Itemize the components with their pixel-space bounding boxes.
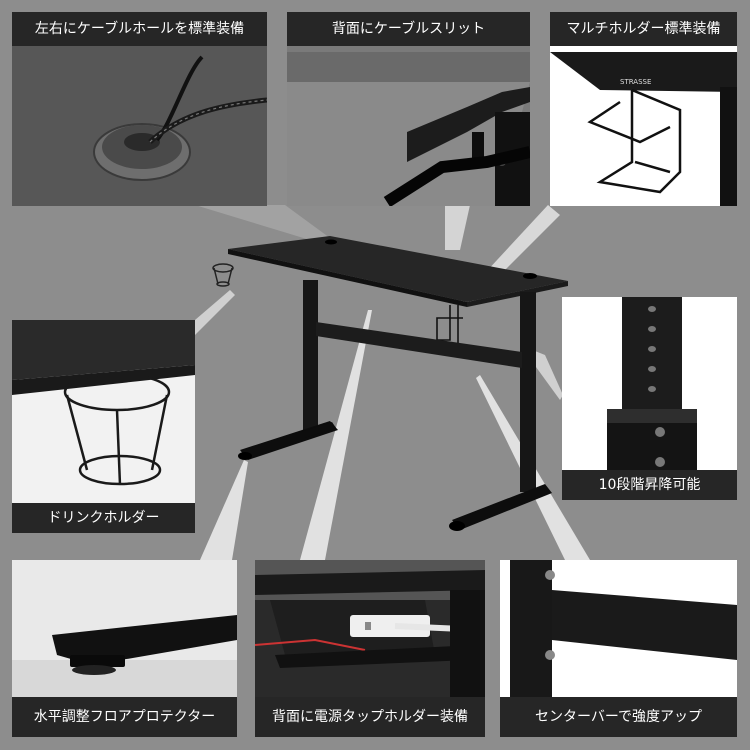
panel-drink-holder: ドリンクホルダー [12,320,195,533]
label-power-tap: 背面に電源タップホルダー装備 [255,697,485,737]
panel-power-tap: 背面に電源タップホルダー装備 [255,560,485,737]
label-cable-slit: 背面にケーブルスリット [287,12,530,46]
drink-holder-small [212,263,234,287]
panel-center-bar: センターバーで強度アップ [500,560,737,737]
label-drink-holder: ドリンクホルダー [12,503,195,533]
panel-height-steps: 10段階昇降可能 [562,297,737,500]
label-height-steps: 10段階昇降可能 [562,470,737,500]
desktop-top [228,236,568,302]
drink-holder-photo [12,320,195,533]
panel-multi-holder: STRASSE マルチホルダー標準装備 [550,12,737,206]
panel-level-protector: 水平調整フロアプロテクター [12,560,237,737]
label-center-bar: センターバーで強度アップ [500,697,737,737]
brand-logo: STRASSE [620,78,651,86]
height-leg-photo [562,297,737,500]
label-cable-hole: 左右にケーブルホールを標準装備 [12,12,267,46]
label-multi-holder: マルチホルダー標準装備 [550,12,737,46]
panel-cable-slit: 背面にケーブルスリット [287,12,530,206]
panel-cable-hole: 左右にケーブルホールを標準装備 [12,12,267,206]
label-level-protector: 水平調整フロアプロテクター [12,697,237,737]
